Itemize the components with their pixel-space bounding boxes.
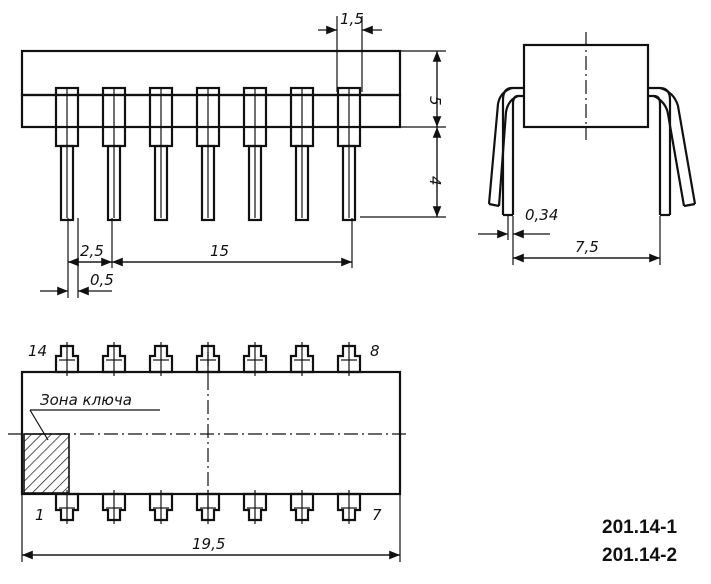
side-lead	[242, 86, 268, 222]
pin-outline	[289, 342, 315, 376]
pin-number-8: 8	[370, 342, 380, 360]
key-zone	[23, 433, 70, 494]
pin-outline	[336, 342, 362, 376]
pin-outline	[242, 490, 268, 524]
pin-outline	[101, 490, 127, 524]
pin-number-14: 14	[28, 342, 47, 360]
pin-outline	[148, 342, 174, 376]
side-lead	[101, 86, 127, 222]
pin-outline	[195, 490, 221, 524]
pin-outline	[289, 490, 315, 524]
pin-outline	[148, 490, 174, 524]
pin-outline	[101, 342, 127, 376]
package-code-1: 201.14-1	[602, 517, 678, 538]
dim-lead-thickness: 0,5	[90, 271, 114, 289]
pin-outline	[195, 342, 221, 376]
pin-outline	[336, 490, 362, 524]
dim-pitch: 2,5	[80, 242, 104, 260]
pin-outline	[242, 342, 268, 376]
pin-outline	[54, 490, 80, 524]
dim-body-height: 5	[426, 96, 444, 106]
top-view: Зона ключа 14 8 1 7 19,5	[8, 342, 408, 562]
dim-lead-length: 4	[426, 176, 444, 186]
end-dim-row-spacing: 7,5	[575, 238, 599, 256]
pin-outline	[54, 342, 80, 376]
key-zone-label: Зона ключа	[40, 391, 132, 409]
side-body-lower	[20, 93, 402, 129]
dim-span: 15	[210, 242, 229, 260]
dim-body-length: 19,5	[192, 535, 225, 553]
side-lead	[148, 86, 174, 222]
end-dim-lead-thickness: 0,34	[525, 206, 558, 224]
top-pins	[54, 342, 362, 376]
side-lead	[54, 86, 80, 222]
bottom-pins	[54, 490, 362, 524]
side-lead	[336, 86, 362, 222]
side-leads	[54, 86, 362, 222]
side-lead	[195, 86, 221, 222]
package-code-2: 201.14-2	[602, 545, 678, 566]
pin-number-1: 1	[35, 506, 45, 524]
pin-number-7: 7	[372, 506, 382, 524]
side-view: 1,5 5 4 2,5 15 0,5	[20, 10, 446, 298]
end-view: 0,34 7,5	[478, 32, 697, 265]
dim-pin-width-top: 1,5	[340, 10, 364, 28]
side-lead	[289, 86, 315, 222]
